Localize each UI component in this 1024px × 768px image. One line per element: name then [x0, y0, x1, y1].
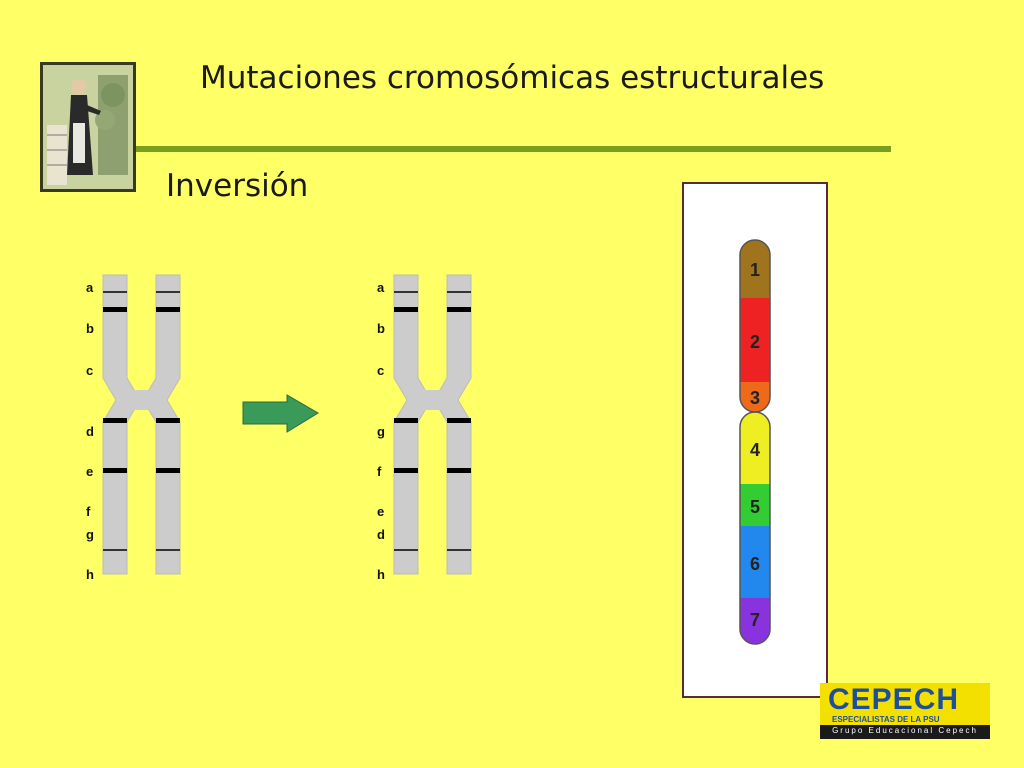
- right-label-d: d: [377, 527, 385, 542]
- left-label-b: b: [86, 321, 94, 336]
- left-label-g: g: [86, 527, 94, 542]
- slide-subtitle: Inversión: [166, 168, 309, 204]
- left-band-bold: [156, 418, 180, 423]
- band-number-6: 6: [750, 554, 760, 574]
- title-divider: [136, 146, 891, 152]
- right-label-g: g: [377, 424, 385, 439]
- slide-title: Mutaciones cromosómicas estructurales: [200, 60, 825, 96]
- cepech-logo: CEPECH ESPECIALISTAS DE LA PSU Grupo Edu…: [820, 683, 990, 739]
- left-band-bold: [156, 307, 180, 312]
- left-label-c: c: [86, 363, 93, 378]
- right-label-c: c: [377, 363, 384, 378]
- left-label-f: f: [86, 504, 91, 519]
- left-band-bold: [103, 307, 127, 312]
- right-centromere: [407, 390, 458, 410]
- band-number-4: 4: [750, 440, 760, 460]
- right-band-bold: [394, 418, 418, 423]
- logo-bar: [820, 725, 990, 739]
- band-number-1: 1: [750, 260, 760, 280]
- right-label-h: h: [377, 567, 385, 582]
- left-label-h: h: [86, 567, 94, 582]
- band-6: [740, 526, 770, 598]
- banded-chromosome: 1 2 3 4 5 6 7: [739, 239, 771, 645]
- logo-group-name: Grupo Educacional Cepech: [832, 726, 978, 735]
- left-band-bold: [103, 418, 127, 423]
- band-2: [740, 298, 770, 382]
- right-label-a: a: [377, 280, 385, 295]
- banded-chromosome-panel: 1 2 3 4 5 6 7: [682, 182, 828, 698]
- left-label-e: e: [86, 464, 93, 479]
- right-chromatid-1: [393, 274, 432, 575]
- right-band-bold: [447, 468, 471, 473]
- right-band-bold: [394, 307, 418, 312]
- band-5: [740, 484, 770, 526]
- left-chromatid-1: [102, 274, 141, 575]
- chromosome-outline-bottom: [739, 411, 771, 645]
- right-band-bold: [447, 418, 471, 423]
- band-number-7: 7: [750, 610, 760, 630]
- left-centromere: [116, 390, 167, 410]
- logo-tagline: ESPECIALISTAS DE LA PSU: [832, 715, 940, 724]
- left-band-bold: [103, 468, 127, 473]
- left-label-d: d: [86, 424, 94, 439]
- right-chromatid-2: [433, 274, 472, 575]
- band-4: [740, 412, 770, 484]
- arrow-right-icon: [242, 394, 319, 433]
- band-3: [740, 382, 770, 412]
- band-7: [740, 598, 770, 644]
- right-band-bold: [447, 307, 471, 312]
- right-label-f: f: [377, 464, 382, 479]
- left-chromosome: a b c d e f g h: [86, 274, 181, 582]
- right-label-b: b: [377, 321, 385, 336]
- left-chromatid-2: [142, 274, 181, 575]
- left-label-a: a: [86, 280, 94, 295]
- band-number-3: 3: [750, 388, 760, 408]
- right-band-bold: [394, 468, 418, 473]
- band-number-5: 5: [750, 497, 760, 517]
- right-label-e: e: [377, 504, 384, 519]
- right-chromosome: a b c g f e d h: [377, 274, 472, 582]
- portrait-image: [40, 62, 136, 192]
- band-1: [740, 240, 770, 298]
- left-band-bold: [156, 468, 180, 473]
- portrait-figure-icon: [43, 65, 133, 189]
- band-number-2: 2: [750, 332, 760, 352]
- logo-name: CEPECH: [828, 683, 960, 716]
